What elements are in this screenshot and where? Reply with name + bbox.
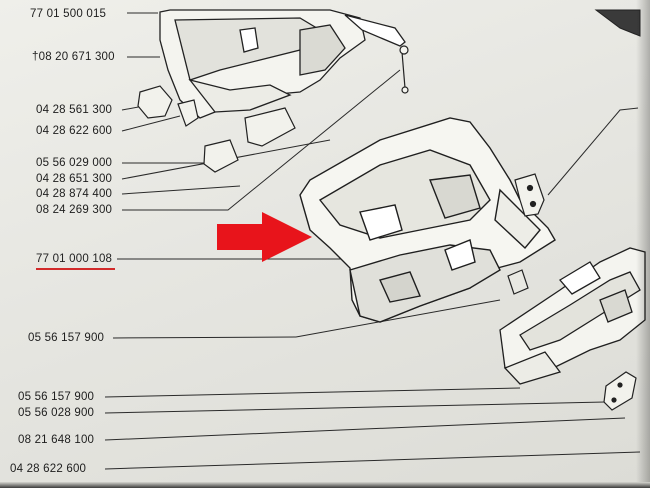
part-number-label: 08 24 269 300 bbox=[36, 204, 113, 216]
part-number-label: 05 56 157 900 bbox=[18, 391, 95, 403]
rear-floor-assembly bbox=[159, 9, 406, 119]
small-plate bbox=[603, 371, 637, 411]
part-number-label: 05 56 157 900 bbox=[28, 332, 105, 344]
part-number-label: 04 28 561 300 bbox=[36, 104, 113, 116]
part-number-label: 04 28 622 600 bbox=[10, 463, 87, 475]
right-bracket bbox=[514, 173, 545, 217]
red-underline bbox=[36, 268, 115, 270]
part-number-label: 04 28 651 300 bbox=[36, 173, 113, 185]
highlighted-part-number: 77 01 000 108 bbox=[36, 253, 113, 265]
small-block bbox=[507, 269, 529, 295]
part-number-label: 05 56 028 900 bbox=[18, 407, 95, 419]
part-number-label: 77 01 500 015 bbox=[30, 8, 107, 20]
small-brackets bbox=[137, 85, 296, 173]
part-number-label: 05 56 029 000 bbox=[36, 157, 113, 169]
side-member-assembly bbox=[499, 247, 646, 385]
red-arrow-icon bbox=[217, 212, 312, 262]
part-number-label: †08 20 671 300 bbox=[32, 51, 115, 63]
rear-body-panel bbox=[299, 117, 556, 323]
part-number-label: 08 21 648 100 bbox=[18, 434, 95, 446]
part-number-label: 04 28 874 400 bbox=[36, 188, 113, 200]
page-edge-shadow bbox=[636, 0, 650, 488]
spring-bolt bbox=[399, 45, 409, 94]
page-bottom-edge bbox=[0, 482, 650, 488]
top-right-part bbox=[594, 9, 641, 37]
part-number-label: 04 28 622 600 bbox=[36, 125, 113, 137]
